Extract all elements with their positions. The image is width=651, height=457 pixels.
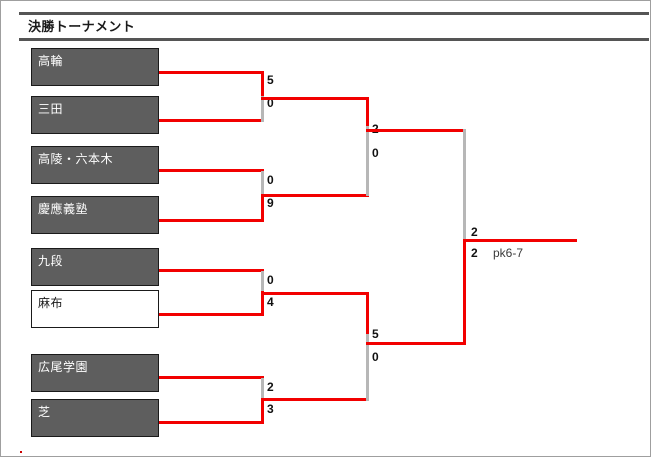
final-bottom-line [366,342,466,345]
footer-marker-dot [20,451,22,453]
match-d-bottom-line [159,421,264,424]
match-c-riser-lose [261,271,264,293]
team-box-1[interactable]: 高輪 [31,48,159,86]
score-match-d-bottom: 3 [267,402,274,416]
final-penalty-note: pk6-7 [493,246,524,260]
semi-1-top-line [261,97,369,100]
header-divider-bottom [19,38,649,41]
team-name-1: 高輪 [38,54,64,68]
score-match-a-bottom: 0 [267,96,274,110]
team-box-3[interactable]: 高陵・六本木 [31,146,159,184]
team-box-2[interactable]: 三田 [31,96,159,134]
team-name-8: 芝 [38,405,51,419]
match-a-top-line [159,71,264,74]
match-c-top-line [159,269,264,272]
semi-2-riser-lose [366,334,369,401]
score-final-bottom: 2 [471,246,478,260]
score-match-a-top: 5 [267,73,274,87]
team-box-8[interactable]: 芝 [31,399,159,437]
team-name-6: 麻布 [38,296,64,310]
final-riser-lose [463,129,466,239]
semi-1-riser-win [366,97,369,129]
semi-2-top-line [261,292,369,295]
semi-1-bottom-line [261,194,369,197]
match-a-riser-win [261,71,264,99]
score-match-c-bottom: 4 [267,295,274,309]
match-c-riser-win [261,291,264,316]
score-match-b-top: 0 [267,173,274,187]
semi-2-riser-win [366,292,369,342]
match-d-riser-win [261,398,264,424]
score-semi-1-bottom: 0 [372,146,379,160]
match-a-riser-lose [261,96,264,122]
score-final-top: 2 [471,225,478,239]
team-name-7: 広尾学園 [38,360,89,374]
semi-2-bottom-line [261,398,369,401]
score-match-c-top: 0 [267,273,274,287]
team-box-7[interactable]: 広尾学園 [31,354,159,392]
page-title: 決勝トーナメント [28,19,136,34]
match-b-top-line [159,169,264,172]
team-name-3: 高陵・六本木 [38,152,114,166]
match-b-bottom-line [159,219,264,222]
final-riser-win [463,239,466,345]
team-box-6[interactable]: 麻布 [31,290,159,328]
score-semi-2-top: 5 [372,327,379,341]
score-match-d-top: 2 [267,380,274,394]
team-box-5[interactable]: 九段 [31,248,159,286]
semi-1-riser-lose [366,126,369,196]
team-box-4[interactable]: 慶應義塾 [31,196,159,234]
match-a-bottom-line [159,119,264,122]
champion-line [463,239,577,242]
team-name-2: 三田 [38,102,64,116]
score-match-b-bottom: 9 [267,196,274,210]
match-d-top-line [159,376,264,379]
match-b-riser-win [261,194,264,222]
score-semi-2-bottom: 0 [372,350,379,364]
match-c-bottom-line [159,313,264,316]
header-divider-top [19,12,649,15]
match-b-riser-lose [261,171,264,196]
team-name-5: 九段 [38,254,64,268]
match-d-riser-lose [261,378,264,400]
team-name-4: 慶應義塾 [38,202,89,216]
final-top-line [366,129,466,132]
